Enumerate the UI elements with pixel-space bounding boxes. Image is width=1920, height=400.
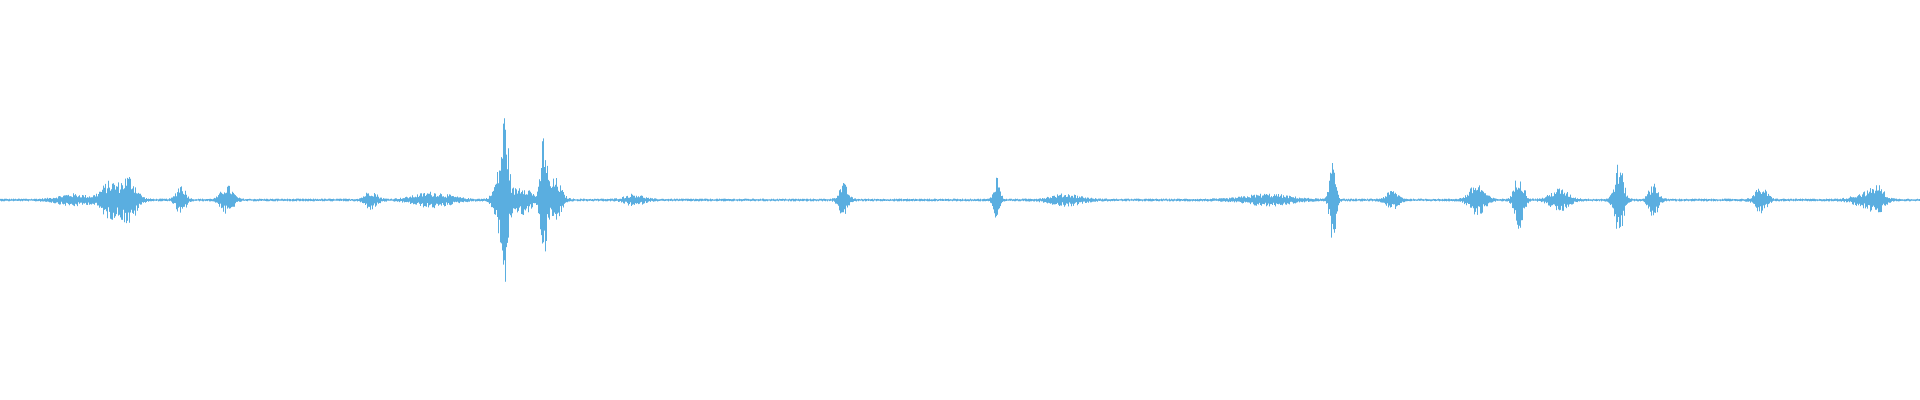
waveform-trace (0, 118, 1920, 282)
